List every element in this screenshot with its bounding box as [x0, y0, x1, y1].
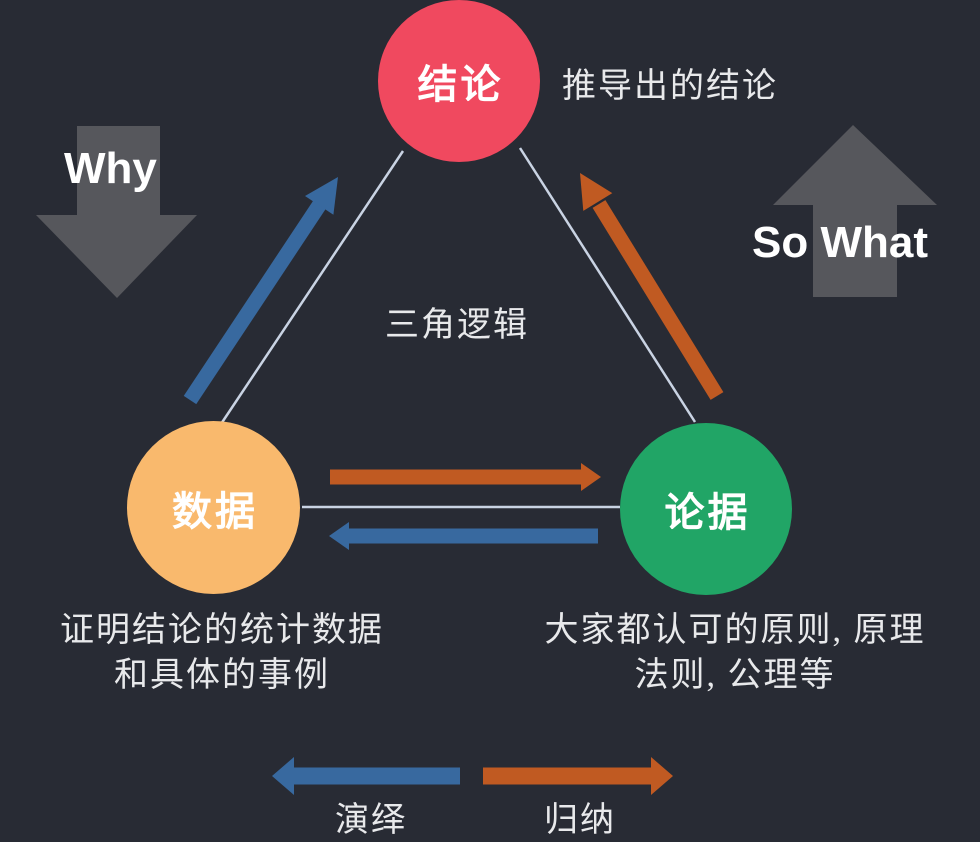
- data-annotation-line2: 和具体的事例: [114, 657, 330, 694]
- edge-conclusion-evidence: [518, 147, 697, 423]
- deduction-arrow-left-head-icon: [305, 177, 338, 215]
- data-annotation: 证明结论的统计数据 和具体的事例: [28, 608, 416, 698]
- evidence-annotation-line1: 大家都认可的原则, 原理: [544, 612, 926, 649]
- legend-induction-label: 归纳: [544, 802, 616, 839]
- diagram-title: 三角逻辑: [385, 307, 529, 344]
- node-conclusion-label: 结论: [417, 63, 504, 107]
- induction-arrow-right-shaft: [592, 200, 724, 400]
- data-annotation-line1: 证明结论的统计数据: [60, 612, 384, 649]
- node-data-label: 数据: [172, 489, 258, 534]
- legend-deduction-label: 演绎: [335, 802, 407, 839]
- node-data: 数据: [127, 421, 300, 594]
- evidence-annotation: 大家都认可的原则, 原理 法则, 公理等: [533, 608, 937, 698]
- node-evidence-label: 论据: [664, 491, 751, 535]
- conclusion-annotation: 推导出的结论: [562, 68, 778, 105]
- deduction-arrow-left-shaft: [183, 199, 327, 405]
- edge-conclusion-data: [219, 150, 405, 425]
- induction-arrow-right-head-icon: [580, 173, 613, 211]
- why-down-block-arrow-icon: [36, 126, 197, 298]
- legend-deduction-arrow-head-icon: [272, 757, 294, 795]
- so-what-up-block-arrow-icon: [773, 125, 937, 297]
- induction-arrow-bottom-head-icon: [581, 463, 601, 491]
- node-conclusion: 结论: [378, 0, 540, 162]
- why-label: Why: [64, 144, 157, 193]
- legend-induction-arrow-head-icon: [651, 757, 673, 795]
- so-what-label: So What: [752, 218, 928, 267]
- evidence-annotation-line2: 法则, 公理等: [634, 657, 836, 694]
- deduction-arrow-bottom-head-icon: [329, 522, 349, 550]
- node-evidence: 论据: [620, 423, 792, 595]
